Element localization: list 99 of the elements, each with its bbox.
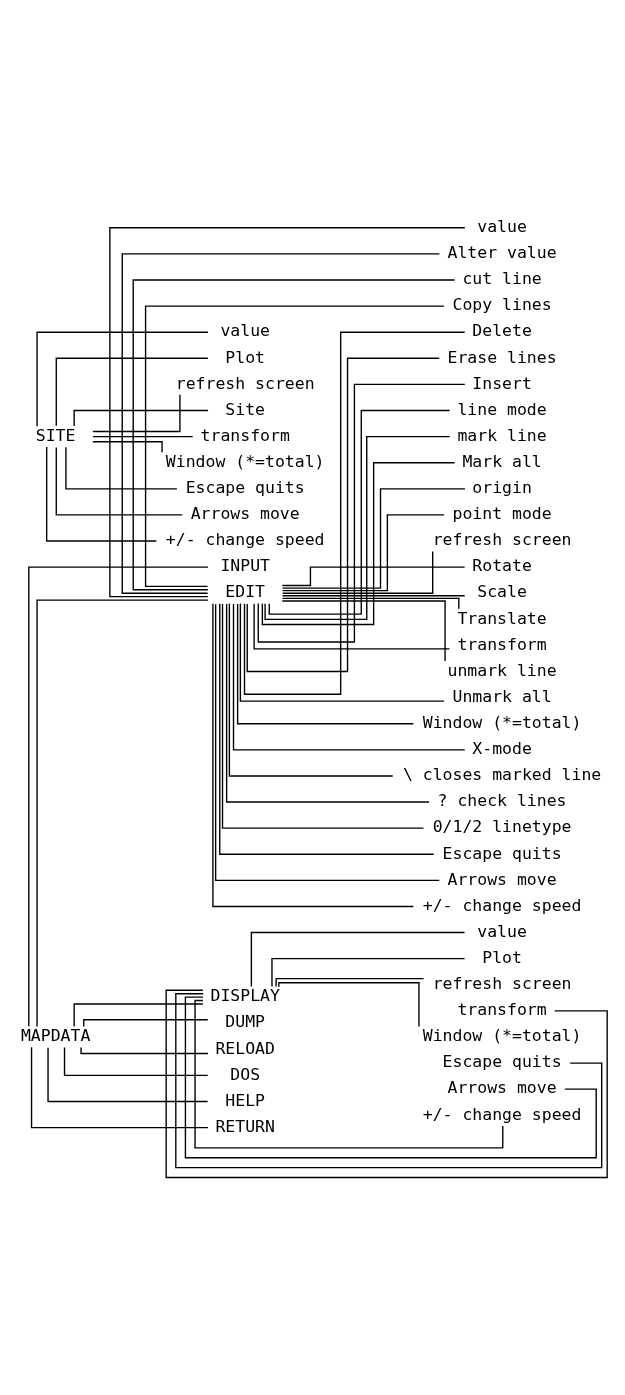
connector	[73, 1003, 204, 1028]
connector	[65, 446, 178, 490]
node-text: Mark all	[462, 451, 542, 471]
node-text: DOS	[230, 1064, 261, 1084]
connector	[63, 1046, 209, 1077]
connector	[132, 279, 456, 591]
node-text: mark line	[457, 425, 547, 445]
node-text: +/- change speed	[422, 895, 582, 915]
connector	[225, 603, 430, 803]
connector	[278, 982, 420, 1028]
node-text: origin	[472, 478, 532, 498]
connector	[281, 597, 460, 610]
connector	[232, 603, 466, 751]
connector	[281, 600, 446, 662]
node-text: Arrows move	[190, 504, 300, 524]
node-text: Escape quits	[185, 478, 305, 498]
node-text: Escape quits	[442, 843, 562, 863]
node-text: ? check lines	[437, 791, 567, 811]
node-text: HELP	[225, 1090, 266, 1110]
connector	[55, 357, 209, 427]
connector	[47, 1046, 209, 1103]
node-text: MAPDATA	[20, 1026, 91, 1046]
node-text: 0/1/2 linetype	[432, 817, 572, 837]
node-text: +/- change speed	[422, 1104, 582, 1124]
node-text: Window (*=total)	[165, 451, 325, 471]
node-text: cut line	[462, 269, 542, 289]
node-text: Scale	[477, 582, 527, 602]
node-text: Copy lines	[452, 295, 552, 315]
connector	[236, 603, 414, 725]
node-text: unmark line	[447, 660, 557, 680]
connector	[282, 550, 434, 594]
connector	[144, 305, 445, 588]
connector	[46, 446, 158, 542]
connector	[73, 409, 209, 427]
node-text: Unmark all	[452, 686, 552, 706]
node-text: EDIT	[225, 582, 266, 602]
connector	[121, 253, 441, 594]
connector	[281, 488, 466, 589]
connector	[228, 602, 394, 777]
connector	[36, 331, 209, 427]
node-text: Insert	[472, 373, 532, 393]
connector	[281, 514, 445, 592]
node-text: RELOAD	[215, 1038, 275, 1058]
node-text: Arrows move	[447, 1078, 557, 1098]
node-text: Escape quits	[442, 1052, 562, 1072]
node-text: value	[477, 921, 527, 941]
node-text: point mode	[452, 504, 552, 524]
node-text: value	[477, 217, 527, 237]
node-text: refresh screen	[432, 530, 572, 550]
connector	[271, 957, 466, 988]
node-text: Plot	[225, 347, 266, 367]
node-text: Plot	[482, 947, 522, 967]
connector	[239, 602, 445, 702]
node-text: Translate	[457, 608, 547, 628]
connector	[250, 931, 466, 988]
node-text: Arrows move	[447, 869, 557, 889]
connector	[83, 1019, 209, 1028]
node-text: transform	[200, 425, 290, 445]
node-text: Alter value	[447, 243, 557, 263]
node-text: Rotate	[472, 556, 532, 576]
connector	[264, 435, 451, 620]
connector	[92, 441, 163, 453]
node-text: DUMP	[225, 1012, 266, 1032]
connector	[92, 394, 181, 433]
node-text: transform	[457, 1000, 547, 1020]
connector	[253, 603, 451, 650]
connector	[80, 1046, 209, 1055]
node-text: value	[220, 321, 270, 341]
connector	[92, 435, 194, 438]
node-text: +/- change speed	[165, 530, 325, 550]
node-text: SITE	[35, 425, 76, 445]
connector	[109, 227, 466, 598]
node-text: Window (*=total)	[422, 1026, 582, 1046]
connector	[55, 446, 183, 516]
node-text: DISPLAY	[210, 986, 280, 1006]
node-text: Site	[225, 399, 266, 419]
connector	[246, 357, 440, 673]
connector	[30, 1046, 209, 1129]
node-text: refresh screen	[175, 373, 315, 393]
node-text: Erase lines	[447, 347, 557, 367]
node-text: \ closes marked line	[402, 765, 602, 785]
node-text: transform	[457, 634, 547, 654]
connector	[281, 566, 466, 587]
connector	[243, 331, 466, 695]
node-text: Window (*=total)	[422, 713, 582, 732]
node-text: line mode	[457, 399, 547, 419]
node-text: X-mode	[472, 739, 532, 759]
node-text: RETURN	[215, 1116, 275, 1136]
connector	[257, 383, 466, 643]
connector	[275, 977, 425, 988]
connector	[212, 602, 415, 908]
connector	[221, 603, 425, 829]
connector	[281, 595, 466, 597]
connector	[268, 409, 451, 615]
node-text: refresh screen	[432, 974, 572, 994]
node-text: INPUT	[220, 556, 270, 576]
connector	[194, 999, 504, 1149]
node-text: Delete	[472, 321, 532, 341]
connector	[261, 462, 456, 626]
